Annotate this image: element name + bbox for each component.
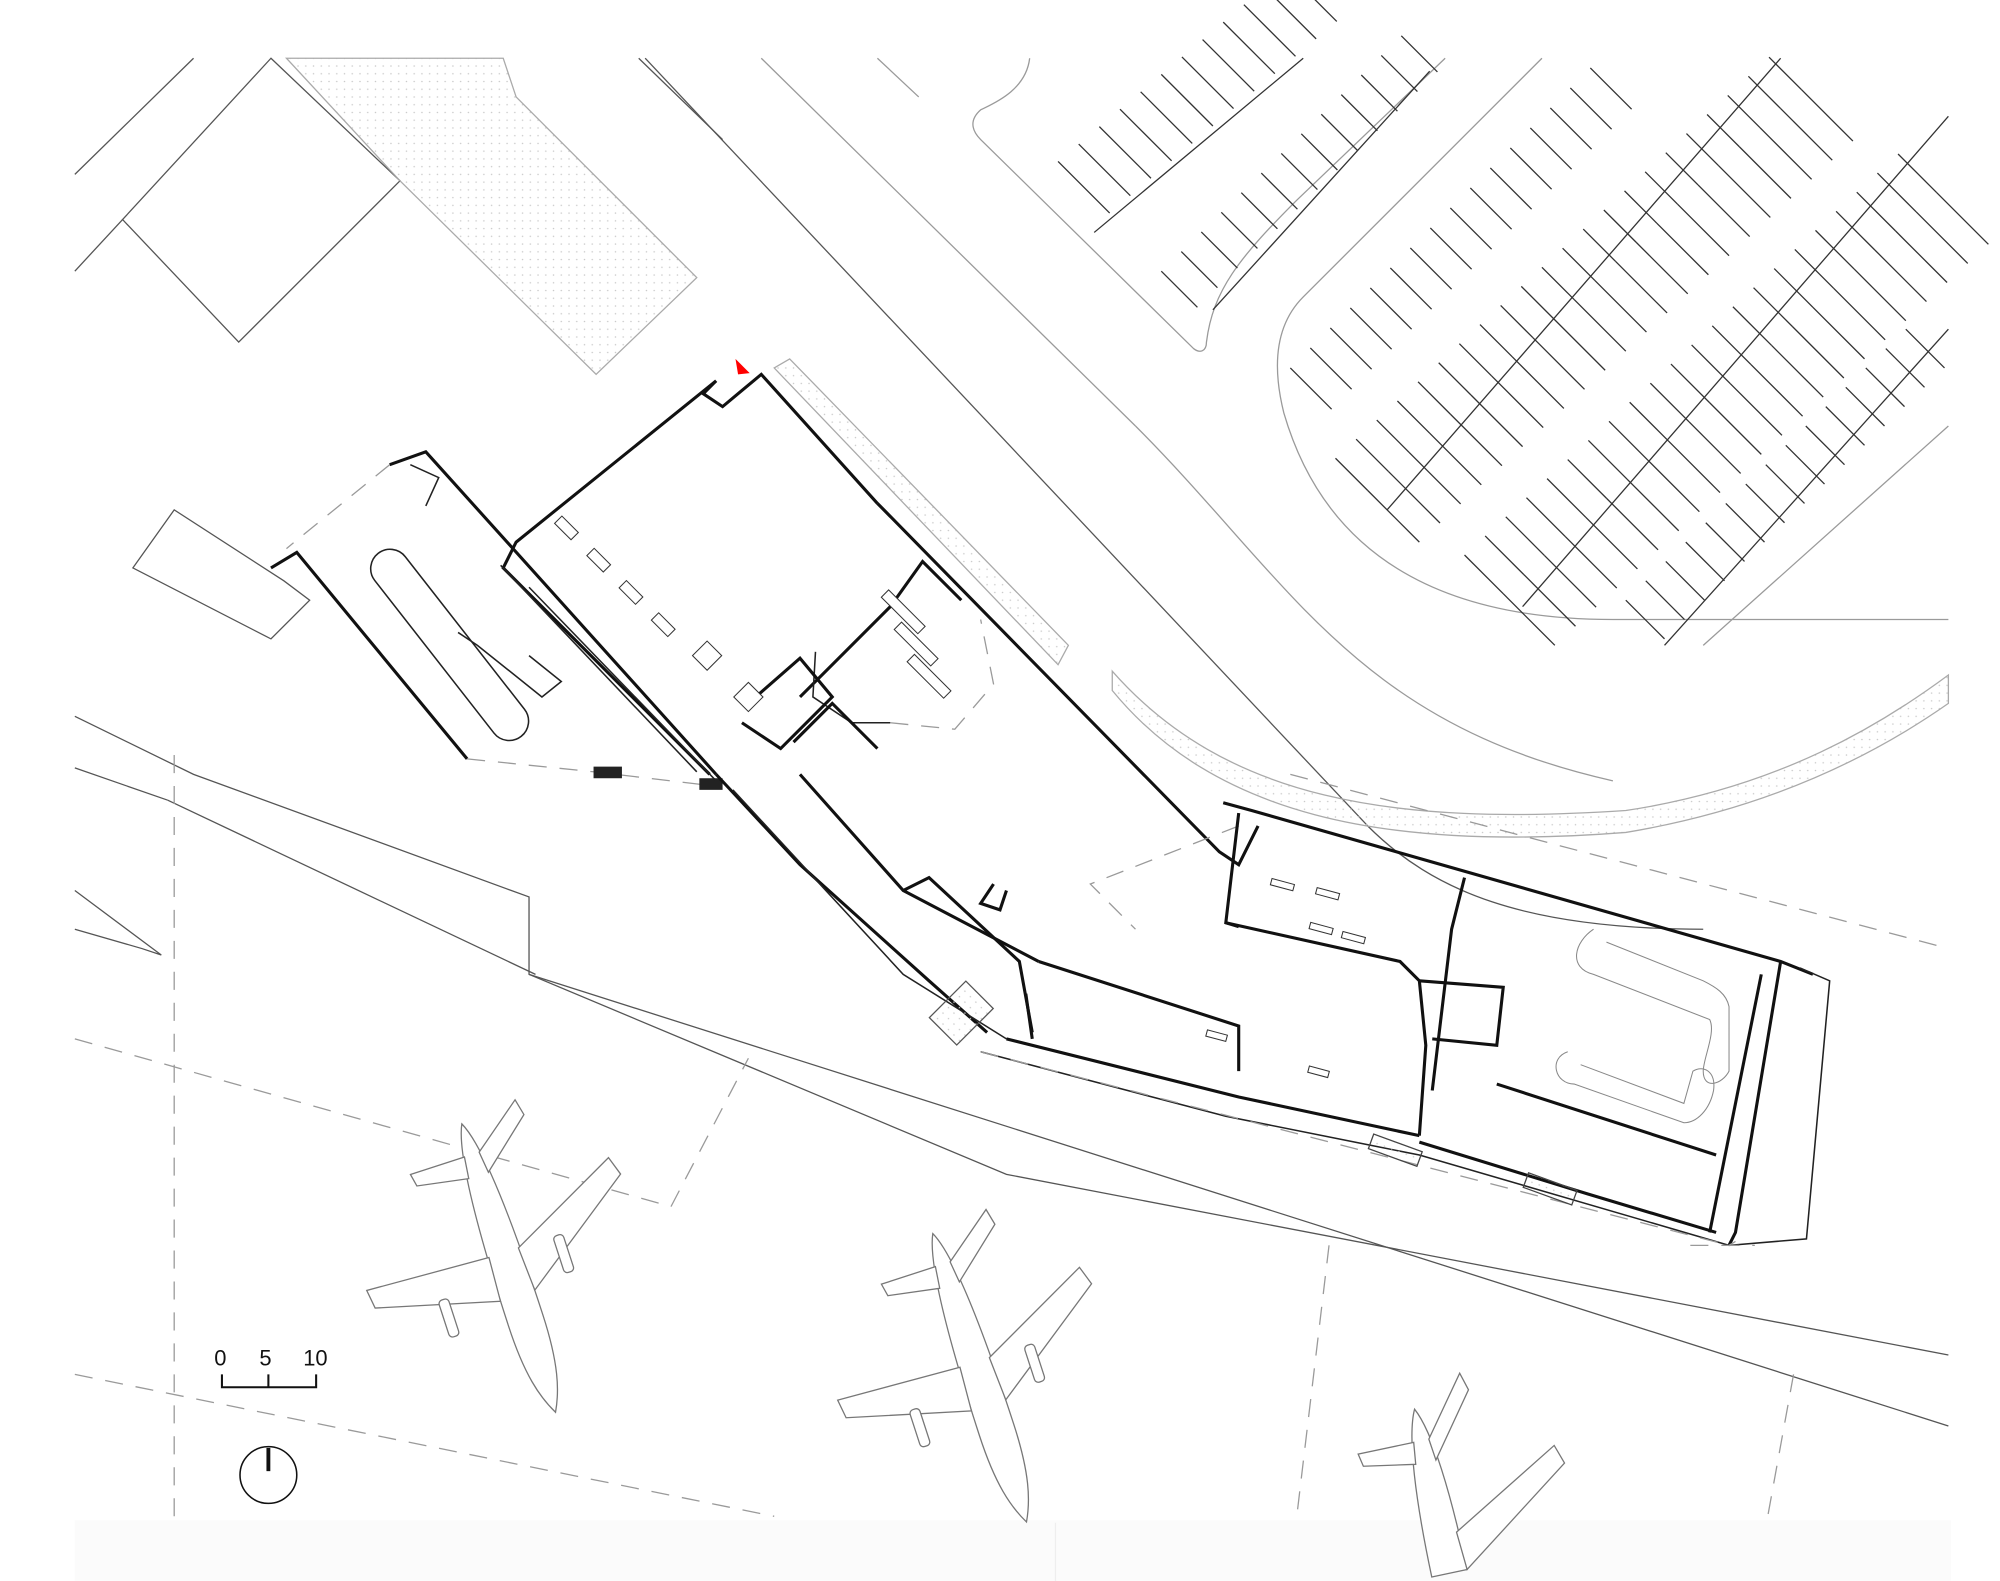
parking-lot-1 (972, 57, 1446, 352)
sheet-bottom-strip (74, 1520, 1951, 1581)
scale-label-5: 5 (259, 1345, 271, 1370)
hatched-zone-northwest (284, 57, 698, 376)
terminal-building (131, 372, 1831, 1247)
apron (74, 715, 1949, 1517)
top-left-site-blocks (74, 57, 724, 376)
scale-label-10: 10 (303, 1345, 327, 1370)
parking-lot-2 (1276, 57, 1949, 646)
hatched-sidewalk (773, 358, 1070, 666)
parking-stall-lines (1057, 0, 1989, 646)
aircraft-2 (836, 1208, 1093, 1524)
scale-label-0: 0 (214, 1345, 226, 1370)
entrance-marker-icon (735, 358, 750, 375)
stairs-1 (1367, 1133, 1424, 1168)
aircraft-3 (1357, 1371, 1566, 1578)
scale-bar: 0 5 10 (214, 1345, 328, 1389)
roads (644, 57, 1950, 930)
aircraft-1 (365, 1098, 622, 1414)
north-arrow-icon (239, 1445, 298, 1505)
hatched-curved-band (1111, 669, 1950, 838)
stairs-2 (1522, 1171, 1578, 1206)
